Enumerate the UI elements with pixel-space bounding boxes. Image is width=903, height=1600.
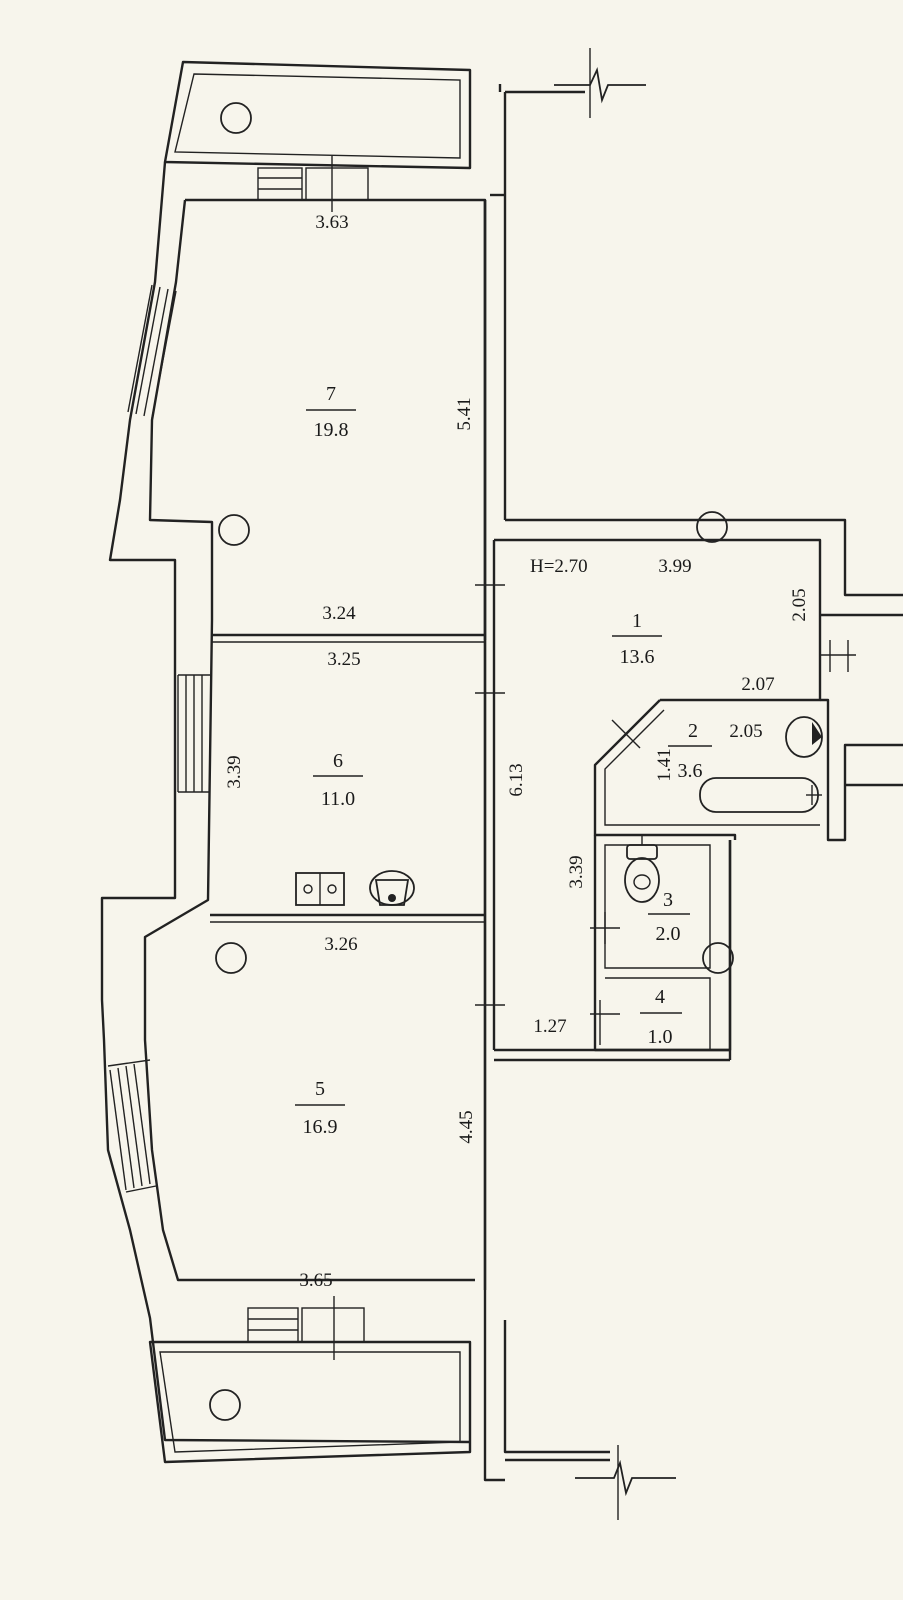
- room-3-number: 3: [663, 889, 673, 911]
- dim-hall-bottom: 2.07: [741, 674, 774, 695]
- room-2-area: 3.6: [678, 760, 703, 782]
- balcony-bottom: [148, 1340, 472, 1464]
- sink-icon: [369, 870, 415, 906]
- dim-r6-top: 3.25: [327, 649, 360, 670]
- outer-wall-left: [100, 161, 475, 1444]
- dim-r7-side: 5.41: [454, 397, 475, 430]
- room-4-number: 4: [655, 986, 665, 1008]
- dim-r7-bottom: 3.24: [322, 603, 356, 624]
- dim-r7-top: 3.63: [315, 212, 348, 233]
- dim-r6-side: 3.39: [224, 755, 245, 788]
- washbasin-icon: [785, 716, 823, 758]
- vent-circle-icon: [209, 1389, 241, 1421]
- room-1-area: 13.6: [620, 646, 655, 668]
- dim-closet-width: 1.27: [533, 1016, 566, 1037]
- dim-r6-bottom: 3.26: [324, 934, 357, 955]
- corridor-walls: [475, 92, 507, 1050]
- dim-r5-side: 4.45: [456, 1110, 477, 1143]
- stove-icon: [295, 872, 345, 906]
- window-left-room6: [177, 674, 210, 793]
- vent-circle-icon: [702, 942, 734, 974]
- room-6-number: 6: [333, 750, 343, 772]
- room-7-area: 19.8: [314, 419, 349, 441]
- dim-hall-side: 2.05: [789, 588, 810, 621]
- bathtub-icon: [699, 777, 822, 813]
- room-6-area: 11.0: [321, 788, 355, 810]
- room-4: [494, 840, 732, 1062]
- window-left-room7: [127, 284, 177, 419]
- dimension-labels: 3.63 5.41 3.24 3.25 3.39 3.26 6.13 H=2.7…: [224, 212, 810, 1291]
- vent-circle-icon: [220, 102, 252, 134]
- room-7-number: 7: [326, 383, 336, 405]
- dim-hall-top: 3.99: [658, 556, 691, 577]
- vent-circle-icon: [215, 942, 247, 974]
- window-left-room5: [107, 1059, 157, 1193]
- room-4-area: 1.0: [648, 1026, 673, 1048]
- room-2-number: 2: [688, 720, 698, 742]
- window-bottom: [247, 1296, 365, 1360]
- room-5-area: 16.9: [303, 1116, 338, 1138]
- vent-circle-icon: [218, 514, 250, 546]
- toilet-icon: [624, 835, 660, 903]
- dim-r5-bottom: 3.65: [299, 1270, 332, 1291]
- vent-circle-icon: [696, 511, 728, 543]
- dim-bath-side: 1.41: [654, 748, 675, 781]
- dim-corridor: 6.13: [506, 763, 527, 796]
- room-5-number: 5: [315, 1078, 325, 1100]
- room-6: [210, 870, 485, 974]
- room-1: [494, 511, 903, 702]
- balcony-top: [163, 60, 472, 170]
- dim-wc-side: 3.39: [566, 855, 587, 888]
- outer-wall-right: [483, 48, 676, 1520]
- dim-bath-width: 2.05: [729, 721, 762, 742]
- room-3-area: 2.0: [656, 923, 681, 945]
- room-labels: 7 19.8 6 11.0 5 16.9 1 13.6 2 3.6 3 2.0 …: [295, 383, 712, 1138]
- height-label: H=2.70: [530, 556, 588, 577]
- room-1-number: 1: [632, 610, 642, 632]
